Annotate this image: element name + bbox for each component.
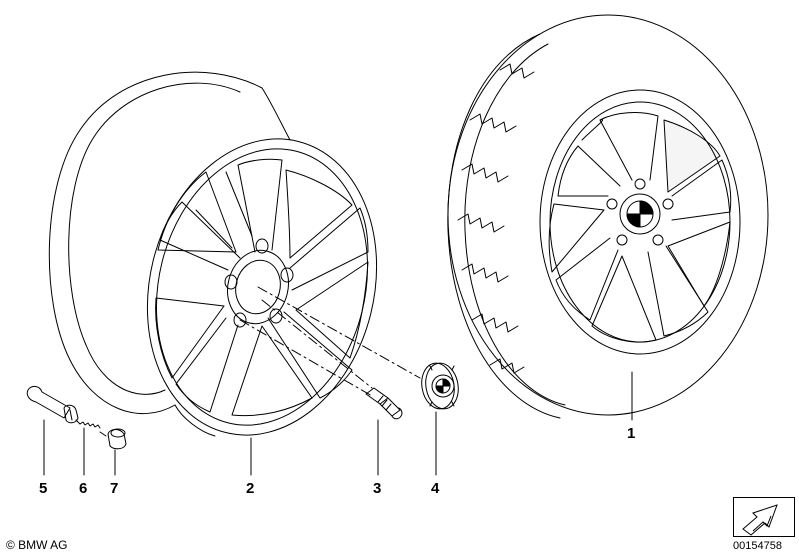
- callout-5: 5: [39, 480, 48, 497]
- callout-6: 6: [79, 480, 88, 497]
- arrow-icon: [733, 497, 795, 537]
- alloy-rim: [48, 71, 378, 437]
- wheel-bolt: [365, 387, 403, 420]
- valve: [26, 385, 79, 424]
- copyright-text: © BMW AG: [6, 538, 68, 552]
- callout-2: 2: [246, 480, 255, 497]
- valve-core: [75, 419, 107, 437]
- document-number: 00154758: [733, 540, 782, 552]
- valve-cap: [107, 428, 127, 450]
- callout-7: 7: [110, 480, 119, 497]
- leader-lines: [43, 371, 633, 476]
- hub-cap: [421, 362, 459, 410]
- assembly-lines: [239, 286, 421, 397]
- callout-3: 3: [373, 480, 382, 497]
- callout-4: 4: [431, 480, 440, 497]
- complete-wheel-tire: [447, 14, 769, 419]
- callout-1: 1: [627, 425, 636, 442]
